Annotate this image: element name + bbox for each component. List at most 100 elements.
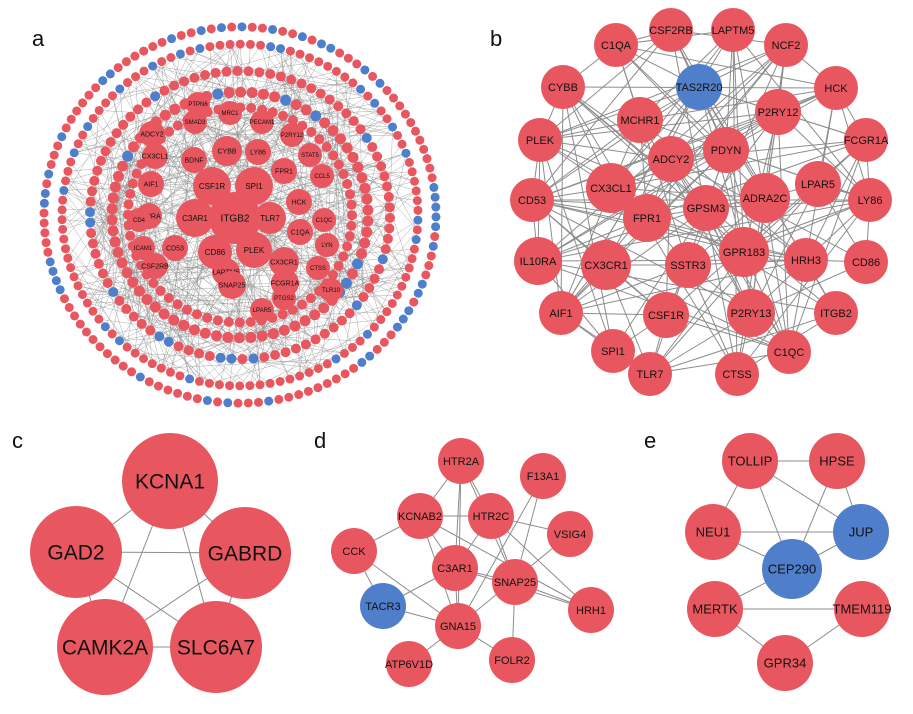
edge	[670, 139, 867, 160]
node-tlr10: TLR10	[319, 278, 343, 302]
ring-node	[57, 205, 67, 215]
edge	[367, 239, 417, 335]
node-csf1r: CSF1R	[193, 167, 231, 205]
ring-node	[277, 309, 288, 320]
ring-node	[299, 315, 311, 327]
ring-node	[69, 272, 79, 282]
ring-node	[340, 277, 352, 289]
ring-node	[344, 189, 355, 200]
ring-node	[58, 195, 68, 205]
node-circle	[764, 23, 808, 67]
node-label: HCK	[824, 83, 848, 95]
ring-node	[61, 123, 71, 133]
node-p2ry12: P2RY12	[755, 89, 801, 135]
edge	[280, 48, 375, 279]
node-circle	[492, 559, 538, 605]
ring-node	[247, 22, 257, 32]
ring-node	[393, 130, 403, 140]
node-label: SMAD3	[185, 120, 206, 126]
ring-node	[175, 371, 185, 381]
node-cd4: CD4	[127, 208, 151, 232]
ring-node	[288, 29, 298, 39]
ring-node	[322, 359, 332, 369]
ring-node	[202, 396, 212, 406]
node-csf2rb: CSF2RB	[141, 253, 169, 279]
ring-node	[290, 99, 302, 111]
ring-node	[179, 76, 190, 87]
ring-node	[245, 39, 255, 49]
node-snap25: SNAP25	[218, 271, 246, 299]
ring-node	[267, 328, 279, 340]
node-circle	[586, 163, 636, 213]
ring-node	[59, 234, 69, 244]
ring-node	[379, 337, 389, 347]
ring-node	[392, 290, 402, 300]
ring-node	[167, 34, 177, 44]
ring-node	[419, 144, 429, 154]
node-circle	[218, 101, 242, 125]
edge	[284, 267, 410, 284]
ring-node	[347, 342, 357, 352]
node-c1qa: C1QA	[594, 23, 638, 67]
ring-node	[212, 88, 224, 100]
ring-node	[191, 309, 202, 320]
node-circle	[186, 92, 210, 116]
ring-node	[411, 186, 421, 196]
ring-node	[398, 314, 408, 324]
ring-node	[276, 44, 286, 54]
node-circle	[767, 330, 811, 374]
node-circle	[236, 232, 272, 268]
ring-node	[43, 247, 53, 257]
ring-node	[139, 354, 149, 364]
node-circle	[541, 65, 585, 109]
edge	[732, 29, 871, 201]
node-circle	[809, 433, 865, 489]
edge	[100, 44, 231, 162]
ring-node	[269, 91, 281, 103]
node-gna15: GNA15	[435, 603, 481, 649]
edge	[111, 300, 120, 334]
ring-node	[59, 185, 69, 195]
node-atp6v1d: ATP6V1D	[385, 641, 433, 687]
ring-node	[411, 126, 421, 136]
ring-node	[243, 66, 254, 77]
node-cybb: CYBB	[212, 136, 242, 166]
ring-node	[245, 381, 255, 391]
ring-node	[307, 35, 317, 45]
node-folr2: FOLR2	[489, 637, 535, 683]
node-label: NEU1	[696, 525, 731, 540]
ring-node	[297, 32, 307, 42]
node-gpsm3: GPSM3	[683, 185, 729, 231]
ring-node	[48, 266, 58, 276]
node-circle	[520, 453, 566, 499]
node-circle	[272, 286, 296, 310]
node-label: HRH3	[791, 255, 821, 267]
node-ctss: CTSS	[306, 256, 330, 280]
ring-node	[341, 108, 352, 119]
node-circle	[468, 493, 514, 539]
node-label: ITGB2	[820, 308, 852, 320]
node-lpar5: LPAR5	[795, 161, 841, 207]
ring-node	[326, 43, 336, 53]
ring-node	[348, 78, 358, 88]
ring-node	[72, 106, 82, 116]
ring-node	[340, 369, 350, 379]
node-icam1: ICAM1	[131, 236, 155, 260]
ring-node	[55, 285, 65, 295]
ring-node	[112, 246, 124, 258]
edge	[539, 29, 672, 141]
edge	[612, 207, 707, 352]
node-circle	[250, 298, 274, 322]
node-circle	[315, 233, 339, 257]
ring-node	[176, 30, 186, 40]
ring-node	[382, 307, 392, 317]
ring-node	[344, 308, 355, 319]
ring-node	[95, 155, 106, 166]
node-label: P2RY12	[281, 133, 304, 139]
node-label: MRC1	[221, 111, 239, 117]
ring-node	[78, 98, 88, 108]
ring-node	[41, 238, 51, 248]
node-label: ADRA2C	[743, 193, 788, 205]
ring-node	[215, 352, 226, 363]
